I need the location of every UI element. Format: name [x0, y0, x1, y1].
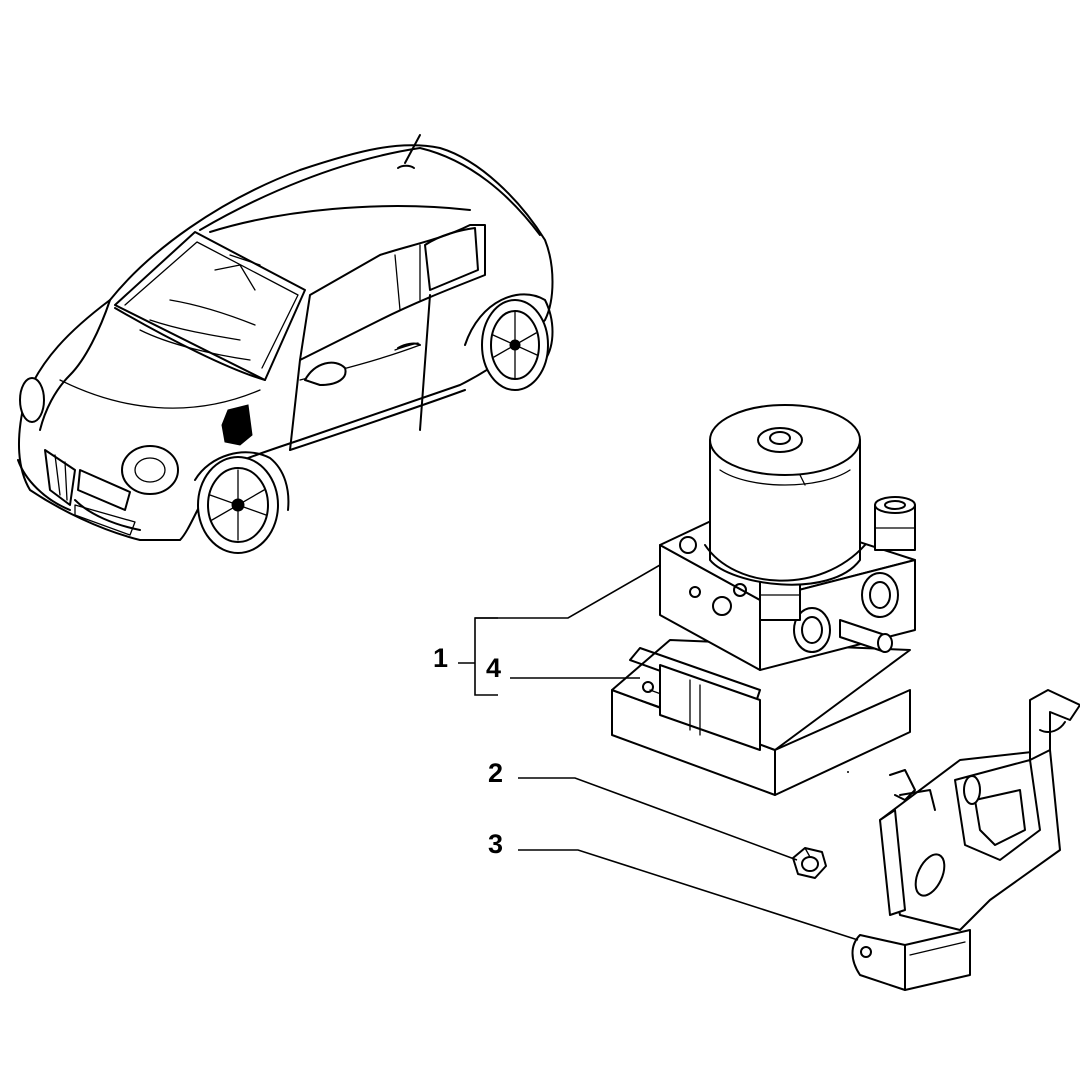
- pump-motor: [709, 439, 861, 586]
- mounting-bracket: [851, 689, 1080, 991]
- abs-hydraulic-unit: [611, 404, 916, 796]
- car-illustration: [17, 134, 554, 554]
- abs-location-marker: [221, 404, 253, 446]
- speck: [847, 771, 849, 773]
- callout-1: 1: [433, 643, 448, 673]
- leader-lines: [458, 564, 859, 941]
- callout-4: 4: [486, 653, 501, 683]
- rear-wheel-spokes: [492, 311, 538, 379]
- front-wheel-spokes: [209, 469, 267, 541]
- callout-2: 2: [488, 758, 503, 788]
- hex-nut: [792, 847, 827, 879]
- callout-3: 3: [488, 829, 503, 859]
